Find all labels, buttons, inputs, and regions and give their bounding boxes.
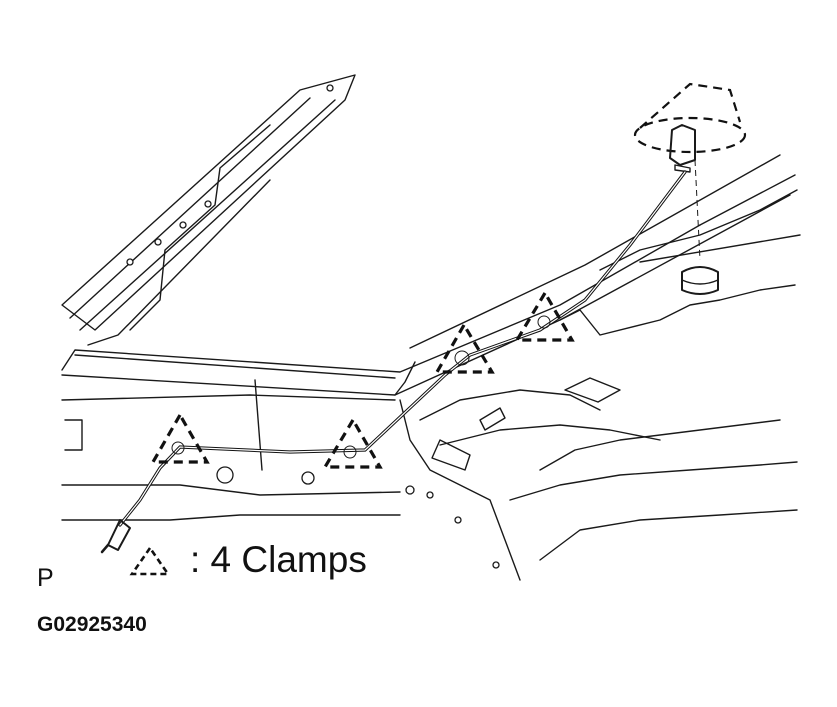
- body-side-structure: [61, 377, 798, 581]
- roof-panel: [61, 74, 356, 346]
- clamp-triangle-icon: [129, 545, 171, 576]
- legend-text: : 4 Clamps: [190, 539, 367, 580]
- clamp-marker-1: [150, 411, 210, 464]
- antenna-cable: [100, 170, 687, 554]
- view-letter: P: [37, 564, 54, 592]
- clamp-marker-2: [322, 416, 383, 469]
- figure-id: G02925340: [37, 613, 147, 636]
- clamp-marker-3: [434, 321, 495, 374]
- antenna-base: [633, 82, 747, 295]
- clamp-marker-4: [514, 289, 575, 342]
- roof-rear-member: [61, 154, 801, 396]
